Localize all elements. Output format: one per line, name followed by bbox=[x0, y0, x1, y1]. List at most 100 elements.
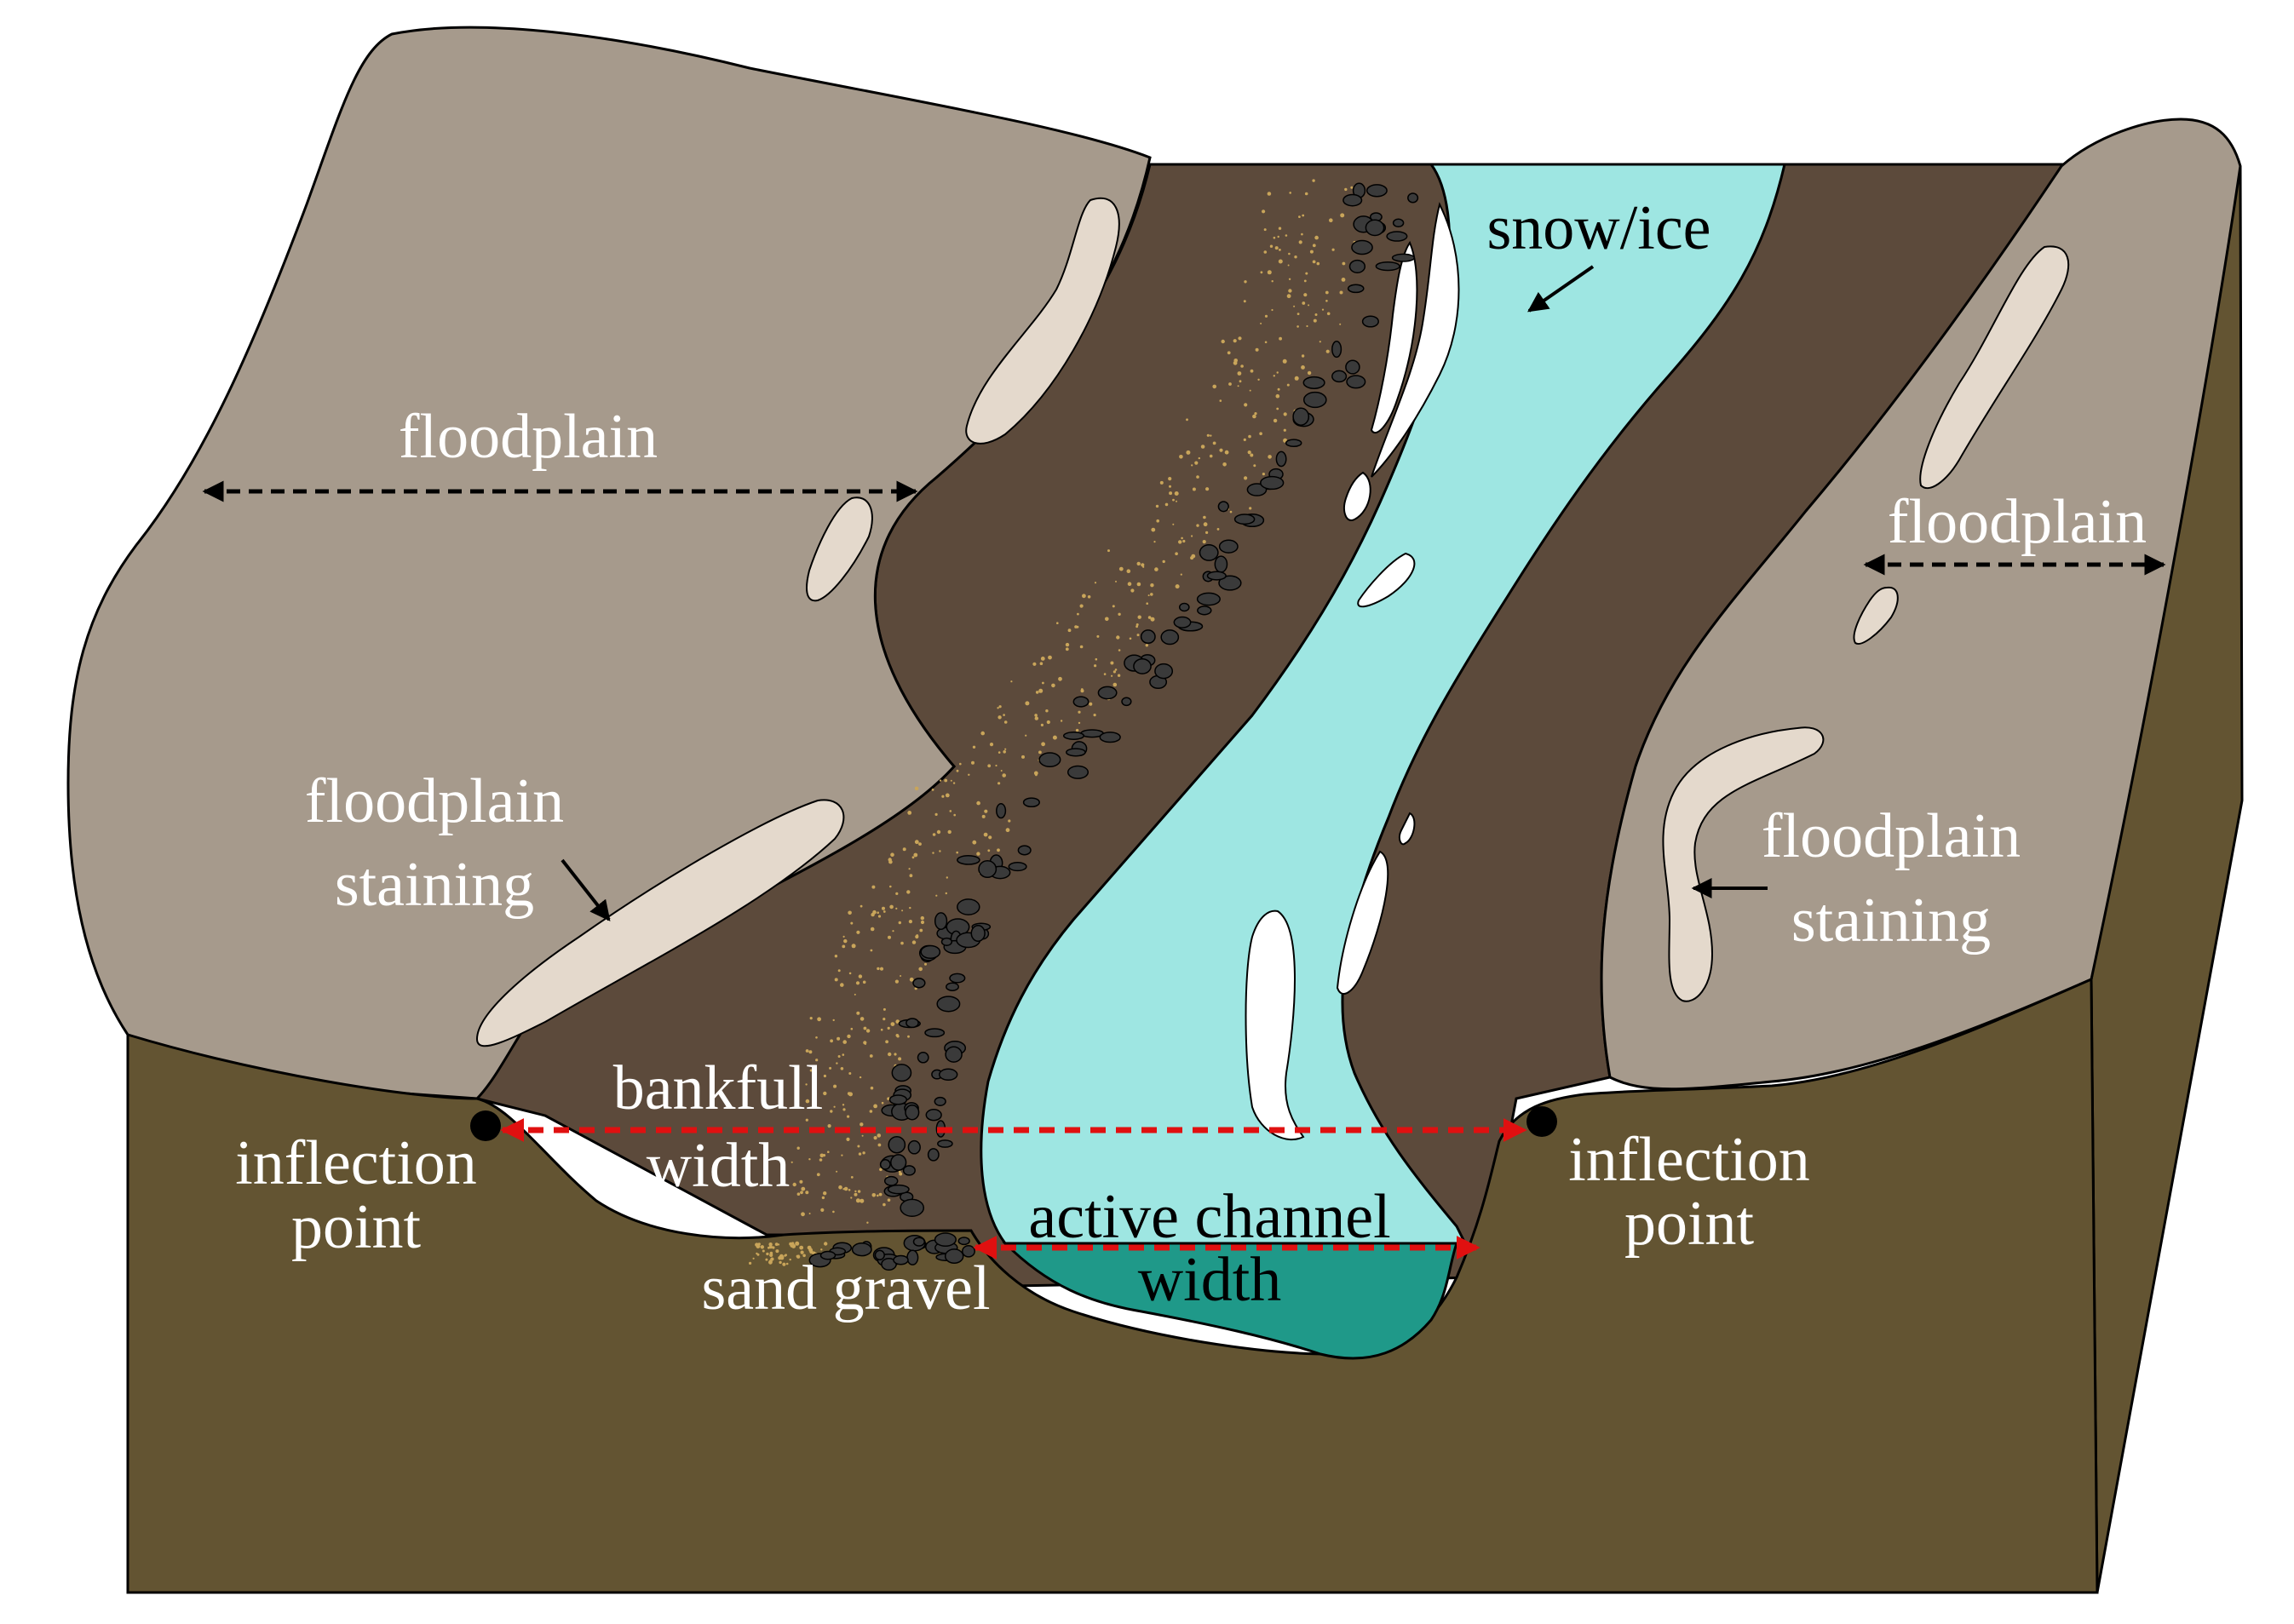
sand-grain bbox=[765, 1258, 768, 1261]
sand-grain bbox=[1233, 359, 1238, 363]
gravel-stone bbox=[1133, 657, 1152, 674]
sand-grain bbox=[1067, 628, 1072, 633]
sand-grain bbox=[1150, 593, 1153, 596]
soil-block-front bbox=[126, 977, 2099, 1594]
sand-grain bbox=[1286, 383, 1290, 387]
sand-grain bbox=[1172, 498, 1175, 502]
gravel-stone bbox=[1302, 391, 1327, 409]
sand-grain bbox=[1194, 461, 1199, 465]
sand-grain bbox=[782, 1262, 786, 1266]
sand-grain bbox=[1252, 414, 1256, 419]
sand-grain bbox=[1202, 540, 1206, 544]
sand-grain bbox=[1289, 192, 1291, 194]
gravel-stone bbox=[883, 1175, 899, 1186]
sand-grain bbox=[878, 1192, 883, 1196]
sand-grain bbox=[939, 779, 942, 782]
sand-grain bbox=[1250, 453, 1254, 457]
floodplain-right-label: floodplain bbox=[1888, 487, 2147, 557]
sand-grain bbox=[1034, 716, 1039, 720]
sand-grain bbox=[1209, 454, 1213, 458]
sand-grain bbox=[909, 874, 913, 878]
sand-grain bbox=[1260, 322, 1262, 324]
sand-grain bbox=[952, 782, 956, 784]
sand-grain bbox=[778, 1256, 782, 1260]
sand-grain bbox=[1077, 612, 1079, 616]
sand-grain bbox=[774, 1242, 779, 1246]
sand-grain bbox=[1114, 669, 1118, 671]
sand-grain bbox=[1058, 676, 1062, 681]
sand-grain bbox=[1274, 246, 1279, 250]
sand-grain bbox=[1159, 480, 1164, 485]
sand-grain bbox=[833, 1105, 836, 1108]
sand-grain bbox=[784, 1254, 786, 1257]
sand-grain bbox=[842, 1104, 845, 1106]
sand-grain bbox=[752, 1257, 755, 1260]
sand-grain bbox=[885, 1040, 888, 1044]
sand-grain bbox=[1045, 709, 1049, 713]
sand-grain bbox=[959, 762, 962, 766]
sand-grain bbox=[1056, 622, 1059, 624]
gravel-stone bbox=[925, 1109, 942, 1122]
sand-grain bbox=[987, 764, 992, 768]
sand-grain bbox=[1096, 634, 1100, 638]
sand-grain bbox=[1151, 527, 1156, 532]
sand-grain bbox=[879, 1168, 883, 1172]
sand-grain bbox=[842, 1108, 846, 1111]
gravel-stone bbox=[1062, 732, 1085, 740]
gravel-stone bbox=[1067, 765, 1090, 779]
sand-grain bbox=[935, 894, 938, 897]
sand-grain bbox=[1205, 531, 1209, 535]
gravel-stone bbox=[1342, 193, 1363, 207]
gravel-stone bbox=[1066, 748, 1086, 757]
sand-grain bbox=[836, 1170, 838, 1173]
sand-grain bbox=[1117, 674, 1121, 677]
sand-grain bbox=[1052, 735, 1057, 740]
sand-grain bbox=[1244, 476, 1248, 480]
sand-grain bbox=[908, 868, 911, 870]
gravel-stone bbox=[890, 1154, 907, 1171]
sand-grain bbox=[1150, 583, 1154, 588]
sand-grain bbox=[836, 1062, 838, 1064]
sand-grain bbox=[883, 1007, 886, 1011]
sand-grain bbox=[1296, 325, 1299, 328]
sand-grain bbox=[1003, 720, 1008, 724]
sand-grain bbox=[805, 1049, 809, 1053]
sand-grain bbox=[915, 934, 919, 939]
sand-grain bbox=[1243, 300, 1246, 303]
sand-grain bbox=[832, 1210, 835, 1214]
sand-grain bbox=[1267, 192, 1272, 196]
active-channel-label-line2: width bbox=[1138, 1245, 1282, 1315]
sand-grain bbox=[1076, 625, 1079, 628]
sand-grain bbox=[879, 967, 884, 971]
sand-grain bbox=[1306, 324, 1308, 328]
gravel-stone bbox=[1246, 483, 1268, 496]
sand-grain bbox=[1240, 364, 1244, 368]
gravel-stone bbox=[1218, 539, 1239, 554]
sand-grain bbox=[843, 938, 848, 944]
sand-grain bbox=[1298, 240, 1302, 244]
sand-grain bbox=[768, 1246, 770, 1249]
sand-grain bbox=[913, 852, 918, 858]
sand-grain bbox=[1025, 701, 1030, 706]
sand-grain bbox=[1339, 290, 1343, 295]
gravel-stone bbox=[946, 982, 959, 991]
sand-grain bbox=[860, 1017, 865, 1021]
sand-grain bbox=[779, 1260, 782, 1265]
gravel-stone bbox=[938, 1068, 958, 1082]
sand-grain bbox=[1287, 264, 1290, 267]
sand-grain bbox=[792, 1182, 796, 1187]
sand-grain bbox=[880, 1028, 883, 1031]
sand-grain bbox=[1150, 617, 1155, 622]
sand-grain bbox=[1319, 341, 1321, 343]
sand-grain bbox=[953, 813, 956, 817]
sand-grain bbox=[863, 1041, 867, 1045]
gravel-stone bbox=[900, 1198, 925, 1217]
sand-grain bbox=[1344, 187, 1348, 192]
sand-grain bbox=[883, 1202, 886, 1207]
gravel-stone bbox=[957, 1237, 970, 1246]
sand-grain bbox=[801, 1186, 806, 1191]
sand-grain bbox=[847, 1115, 850, 1118]
sand-grain bbox=[846, 1137, 850, 1141]
sand-grain bbox=[1288, 252, 1291, 255]
sand-grain bbox=[1262, 473, 1265, 476]
